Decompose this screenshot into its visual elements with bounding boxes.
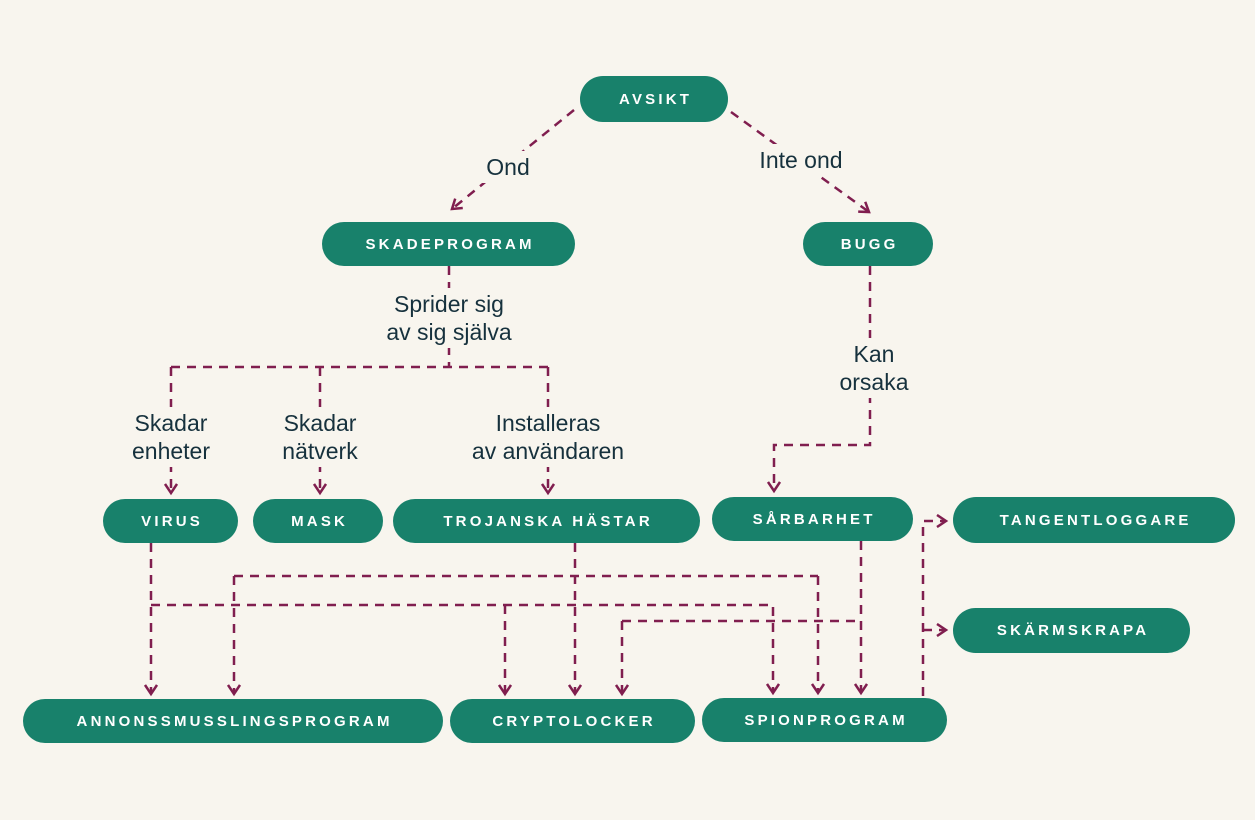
edge-label-installeras: Installeras av användaren — [464, 407, 632, 467]
node-sarbarhet: SÅRBARHET — [712, 497, 913, 541]
node-spionprogram: SPIONPROGRAM — [702, 698, 947, 742]
node-cryptolocker: CRYPTOLOCKER — [450, 699, 695, 743]
node-trojanska-hastar: TROJANSKA HÄSTAR — [393, 499, 700, 543]
edge-virus-spionprogram — [151, 603, 773, 693]
edge-bugg-sarbarhet — [774, 266, 872, 491]
edge-spionprogram-tangentloggare — [921, 521, 946, 696]
edge-label-ond: Ond — [479, 151, 537, 183]
node-skadeprogram: SKADEPROGRAM — [322, 222, 575, 266]
edge-label-sprider-sig: Sprider sig av sig själva — [379, 288, 519, 348]
node-avsikt: AVSIKT — [580, 76, 728, 122]
edge-label-skadar-natverk: Skadar nätverk — [275, 407, 365, 467]
node-annonssmusslingsprogram: ANNONSSMUSSLINGSPROGRAM — [23, 699, 443, 743]
edge-label-skadar-enheter: Skadar enheter — [124, 407, 218, 467]
edge-label-kan-orsaka: Kan orsaka — [832, 338, 916, 398]
edge-avsikt-skadeprogram — [452, 109, 575, 209]
edge-label-inte-ond: Inte ond — [752, 144, 850, 176]
node-virus: VIRUS — [103, 499, 238, 543]
node-mask: MASK — [253, 499, 383, 543]
node-tangentloggare: TANGENTLOGGARE — [953, 497, 1235, 543]
node-skarmskrapa: SKÄRMSKRAPA — [953, 608, 1190, 653]
node-bugg: BUGG — [803, 222, 933, 266]
